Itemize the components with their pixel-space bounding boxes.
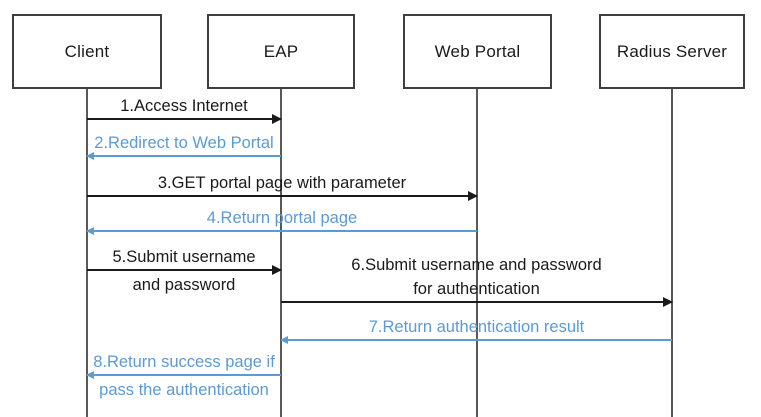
actor-label-client: Client [64, 41, 110, 61]
message-4-arrowhead-icon [86, 227, 94, 235]
message-6-line [281, 297, 673, 307]
message-8-label-line2: pass the authentication [99, 381, 269, 399]
lifeline-web-portal [476, 89, 478, 417]
message-7-label: 7.Return authentication result [368, 318, 585, 336]
message-2-line [86, 152, 281, 160]
lifeline-client [86, 89, 88, 417]
message-7-arrowhead-icon [280, 336, 288, 344]
message-4-line [86, 227, 477, 235]
actor-box-client: Client [12, 14, 162, 89]
message-6-arrowhead-icon [663, 297, 673, 307]
actor-box-web-portal: Web Portal [403, 14, 552, 89]
actor-label-web-portal: Web Portal [434, 41, 521, 61]
actor-label-eap: EAP [263, 41, 299, 61]
message-1-label: 1.Access Internet [120, 97, 248, 115]
message-5-label-line2: and password [132, 276, 236, 294]
message-2-arrowhead-icon [86, 152, 94, 160]
message-8-arrowhead-icon [86, 371, 94, 379]
actor-box-eap: EAP [207, 14, 355, 89]
lifeline-eap [280, 89, 282, 417]
message-1-arrowhead-icon [272, 114, 282, 124]
lifeline-radius-server [671, 89, 673, 417]
message-3-arrowhead-icon [468, 191, 478, 201]
message-1-line [87, 114, 282, 124]
message-2-label: 2.Redirect to Web Portal [94, 134, 274, 152]
message-8-line [86, 371, 281, 379]
actor-label-radius-server: Radius Server [616, 41, 728, 61]
message-5-arrowhead-icon [272, 265, 282, 275]
message-3-label: 3.GET portal page with parameter [157, 174, 407, 192]
message-5-label: 5.Submit username [112, 248, 256, 266]
message-7-line [280, 336, 672, 344]
message-3-line [87, 191, 478, 201]
message-4-label: 4.Return portal page [206, 209, 358, 227]
message-5-line [87, 265, 282, 275]
actor-box-radius-server: Radius Server [599, 14, 745, 89]
message-8-label: 8.Return success page if [93, 353, 275, 371]
